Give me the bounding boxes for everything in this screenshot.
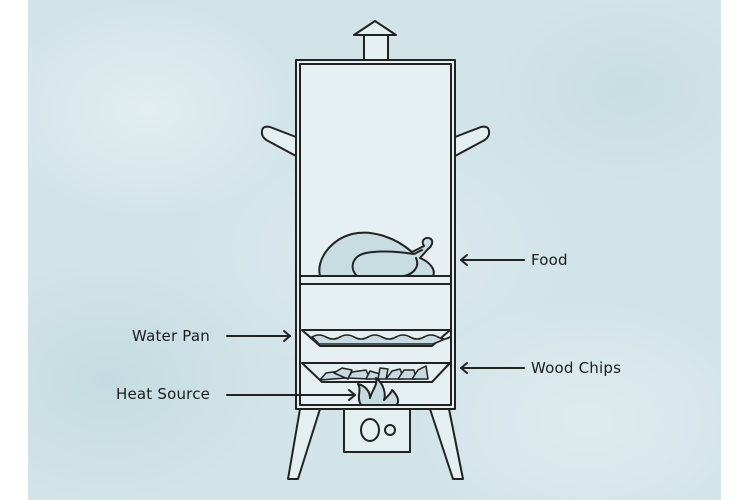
- flame: [357, 377, 400, 406]
- food-turkey: [318, 231, 435, 277]
- right-handle: [454, 125, 491, 157]
- label-heat-source: Heat Source: [116, 385, 211, 403]
- water-pan: [301, 329, 451, 347]
- control-knob-large: [360, 418, 380, 442]
- arrow-water-pan: [226, 330, 291, 342]
- wood-chips-tray: [301, 362, 451, 383]
- right-leg: [429, 408, 464, 480]
- label-food: Food: [531, 251, 568, 269]
- control-knob-small: [384, 424, 396, 436]
- label-wood-chips: Wood Chips: [531, 359, 622, 377]
- left-leg: [287, 408, 321, 480]
- arrow-food: [460, 254, 525, 266]
- chimney-vent: [353, 20, 397, 61]
- arrow-heat-source: [226, 389, 356, 401]
- left-handle: [260, 125, 297, 157]
- arrow-wood-chips: [460, 362, 525, 374]
- label-water-pan: Water Pan: [132, 327, 210, 345]
- food-rack: [299, 275, 452, 285]
- control-box: [343, 408, 411, 453]
